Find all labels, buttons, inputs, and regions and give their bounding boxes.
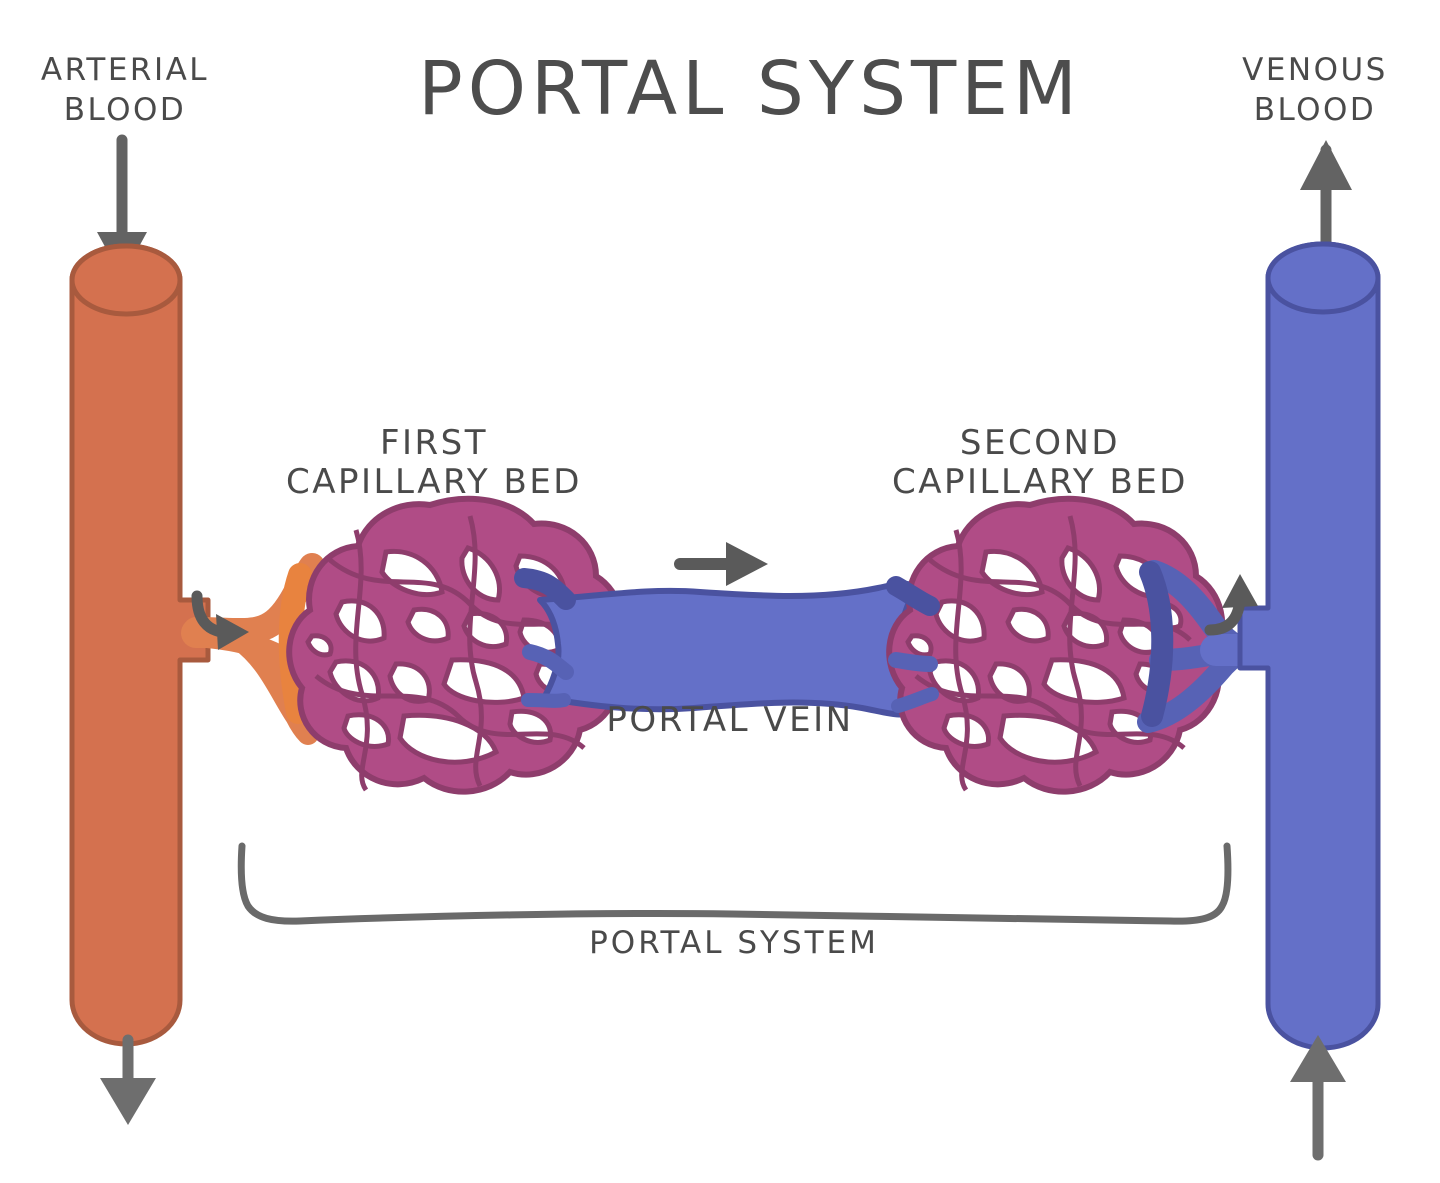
span-bracket-icon (237, 842, 1232, 925)
venous-vessel-body (1237, 241, 1381, 1051)
portal-vein-vessel (537, 580, 919, 718)
venous-blood-label-line1: VENOUS (1242, 52, 1388, 88)
arterial-blood-label-line1: ARTERIAL (40, 52, 210, 88)
first-capillary-bed-label-line2: CAPILLARY BED (286, 462, 582, 502)
arterial-vessel-group (69, 134, 211, 1125)
venous-inflow-arrow-icon (1290, 1035, 1346, 1161)
vein-branch-arrow-icon (1204, 574, 1258, 636)
venous-blood-label-line2: BLOOD (1253, 92, 1377, 128)
second-capillary-bed-label-line1: SECOND (959, 423, 1121, 463)
venous-vessel-group (1237, 140, 1381, 1161)
artery-branch-arrow-icon (191, 590, 249, 650)
first-bed-outflow-venules (514, 568, 576, 708)
second-bed-inflow-venules (886, 576, 940, 713)
portal-flow-arrow-icon (674, 542, 768, 586)
first-capillary-bed-label-line1: FIRST (379, 423, 489, 463)
arterial-vessel-top-opening (69, 243, 183, 317)
page-title: PORTAL SYSTEM (418, 46, 1082, 132)
portal-vein-label: PORTAL VEIN (606, 700, 854, 740)
second-capillary-bed-label-line2: CAPILLARY BED (892, 462, 1188, 502)
arterial-outflow-arrow-icon (100, 1034, 156, 1125)
portal-system-bracket-label: PORTAL SYSTEM (589, 925, 879, 961)
arterial-blood-label-line2: BLOOD (63, 92, 187, 128)
venous-vessel-top-opening (1265, 241, 1381, 315)
portal-vein-body (537, 580, 919, 718)
